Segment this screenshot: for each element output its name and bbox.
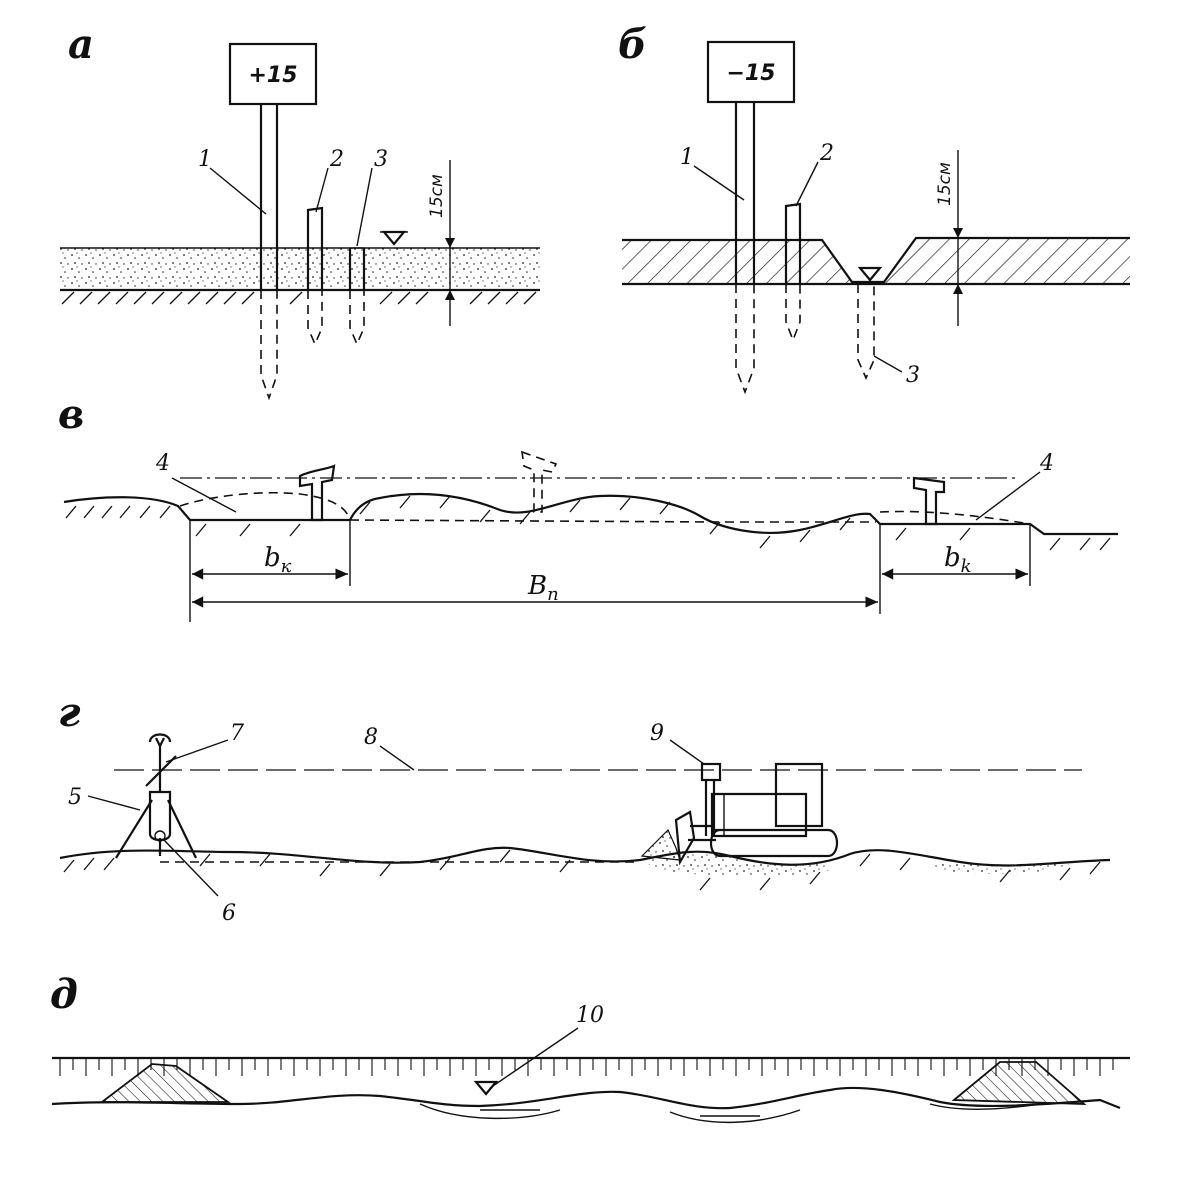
level-mark <box>381 230 407 246</box>
ground-hatching <box>61 291 537 305</box>
grade-sign-value: −15 <box>726 61 775 86</box>
label-1: 1 <box>680 145 694 170</box>
sign-post-buried <box>735 284 755 395</box>
label-4-left: 4 <box>155 451 170 476</box>
spoil-pile <box>640 851 830 878</box>
dimension-bn-label: Bп <box>527 571 559 605</box>
panel-g: г 7 5 6 8 <box>58 689 1111 926</box>
panel-v: в 4 4 bк B <box>58 391 1118 622</box>
laser-level-tripod <box>115 733 197 859</box>
stake-2 <box>784 202 802 284</box>
panel-b: б −15 15см 1 2 3 <box>618 21 1130 395</box>
removed-topsoil-left <box>179 491 351 521</box>
dimension-bk-right-label: bk <box>944 543 972 577</box>
panel-letter-d: д <box>50 971 78 1018</box>
label-7: 7 <box>230 721 244 746</box>
embankment-right <box>951 1061 1087 1105</box>
design-bottom <box>349 519 876 523</box>
label-9: 9 <box>650 721 664 746</box>
label-2: 2 <box>329 147 344 172</box>
sign-post-buried <box>260 290 278 401</box>
stake-2 <box>306 206 324 290</box>
fill-layer-ticks <box>59 1058 1114 1076</box>
dimension-label: 15см <box>427 174 447 218</box>
stake-3 <box>857 284 875 380</box>
level-mark <box>857 266 883 282</box>
bulldozer <box>674 762 839 866</box>
panel-letter-g: г <box>58 689 81 736</box>
label-6: 6 <box>222 901 236 926</box>
panel-d: д 10 <box>50 971 1130 1124</box>
level-mark <box>473 1080 499 1096</box>
grade-sign-board <box>706 40 796 104</box>
label-8: 8 <box>364 725 378 750</box>
ground-profile <box>51 1086 1121 1110</box>
grade-sign-board <box>228 42 318 106</box>
panel-letter-v: в <box>58 391 84 438</box>
panel-a: а +15 15см 1 2 3 <box>60 21 540 401</box>
embankment-left <box>99 1063 231 1103</box>
label-2: 2 <box>819 141 834 166</box>
cut-soil-layer <box>622 238 1130 284</box>
ground-profile <box>59 846 1111 867</box>
label-10: 10 <box>576 1003 604 1028</box>
label-4-right: 4 <box>1039 451 1054 476</box>
stake-3 <box>348 248 366 290</box>
dimension-bk-left-label: bк <box>264 543 292 577</box>
panel-letter-b: б <box>618 21 647 68</box>
template-stake-middle <box>521 450 558 513</box>
label-3: 3 <box>374 147 388 172</box>
template-stake-left <box>298 464 336 522</box>
existing-surface <box>622 236 1130 284</box>
fill-layer <box>60 248 540 290</box>
label-1: 1 <box>198 147 212 172</box>
label-5: 5 <box>68 785 82 810</box>
grade-sign-value: +15 <box>248 63 297 88</box>
label-3: 3 <box>906 363 920 388</box>
dimension-label: 15см <box>935 162 955 206</box>
panel-letter-a: а <box>68 21 94 68</box>
template-stake-right <box>912 476 946 526</box>
